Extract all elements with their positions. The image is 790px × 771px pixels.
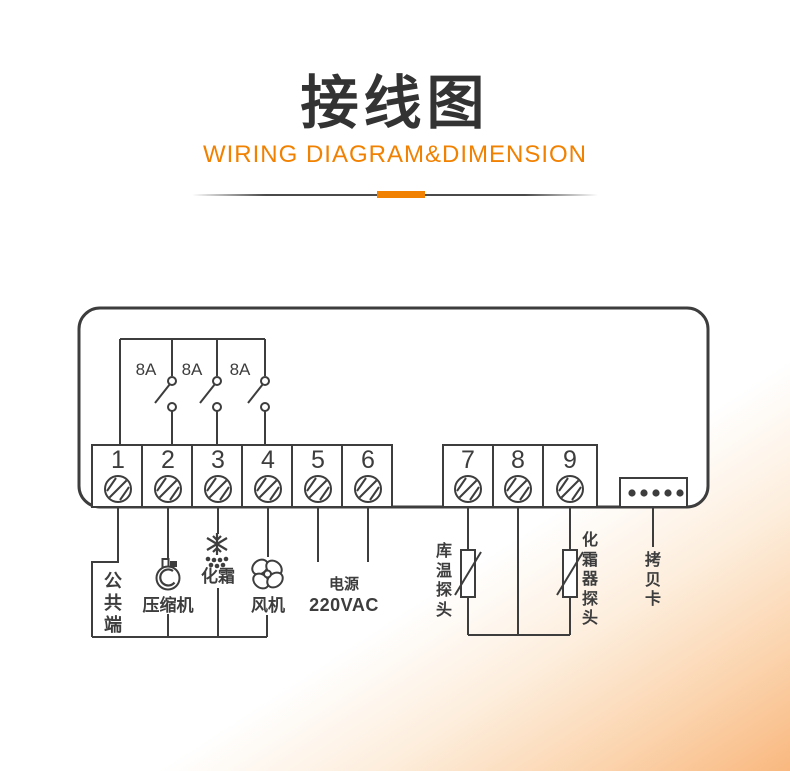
label-compressor: 压缩机 [142,596,194,615]
terminal-number-3: 3 [211,446,225,474]
terminal-number-5: 5 [311,446,325,474]
divider-accent-bar [377,191,425,198]
wire-fan [266,507,269,637]
fuse-rating-label: 8A [181,360,203,379]
terminal-number-7: 7 [461,446,475,474]
page-subtitle: WIRING DIAGRAM&DIMENSION [202,141,587,168]
label-common-terminal: 公共端 [104,571,122,635]
terminal-number-6: 6 [361,446,375,474]
wire-common [91,507,119,637]
label-fan: 风机 [251,596,285,615]
output-wiring [91,507,369,638]
label-room-probe: 库温探头 [435,543,452,619]
label-defrost-probe: 化霜器探头 [581,532,598,628]
room-probe-thermistor-icon [454,549,482,598]
page-title: 接线图 [300,69,490,137]
compressor-icon [155,558,181,591]
probe-wiring [454,507,584,636]
label-power-voltage: 220VAC [309,595,379,615]
label-copy-card: 拷贝卡 [644,552,661,609]
snowflake-icon [205,533,229,569]
terminal-number-8: 8 [511,446,525,474]
terminal-number-2: 2 [161,446,175,474]
relay-fuse-bus [119,338,270,446]
defrost-probe-thermistor-icon [556,549,584,598]
copy-card-connector-icon [619,477,688,547]
terminal-number-4: 4 [261,446,275,474]
terminal-number-1: 1 [111,446,125,474]
terminal-block-left [91,444,393,508]
fan-icon [251,558,284,590]
terminal-number-9: 9 [563,446,577,474]
label-power: 电源 [328,576,360,593]
label-defrost: 化霜 [201,567,235,586]
fuse-rating-label: 8A [135,360,157,379]
fuse-rating-label: 8A [229,360,251,379]
